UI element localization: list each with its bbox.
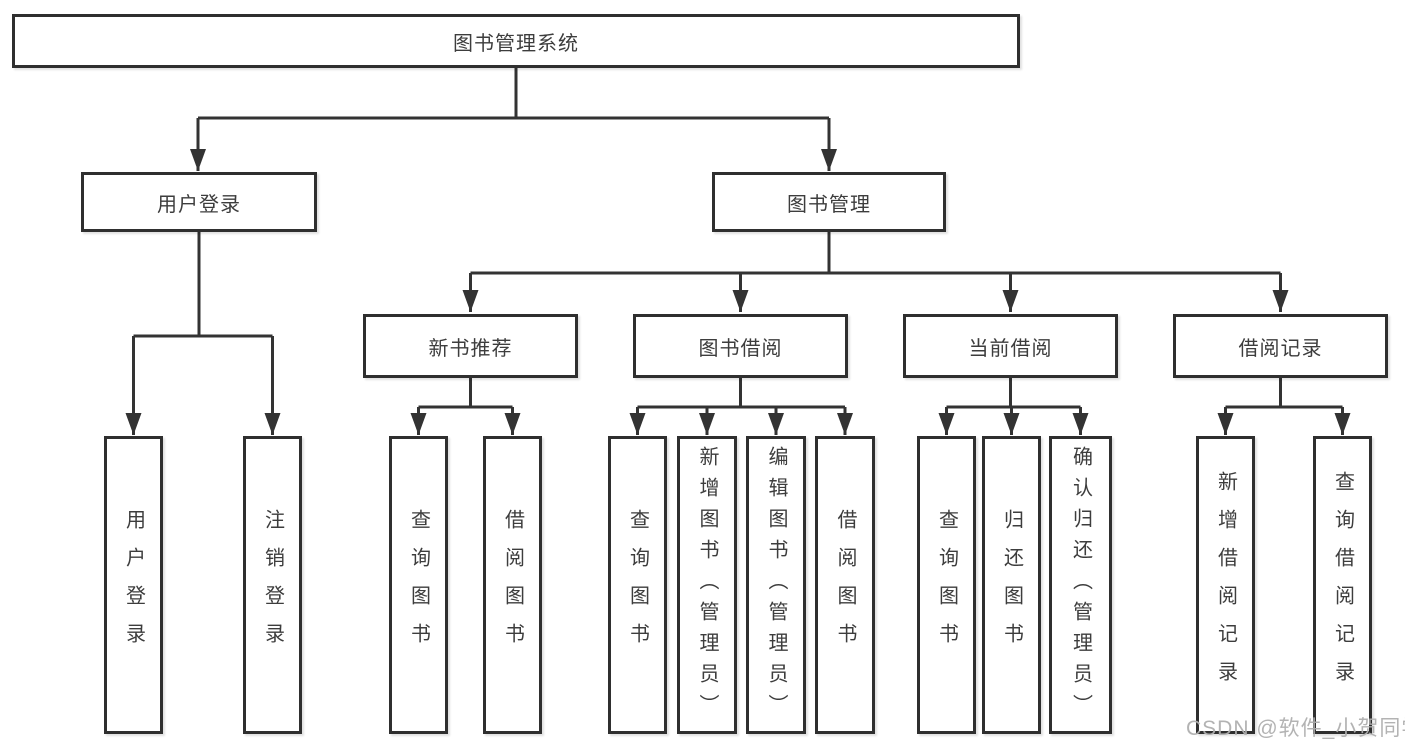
- node-leaf-query-borrow-record: 查询借阅记录: [1313, 436, 1372, 734]
- node-label: 编辑图书（管理员）: [765, 445, 787, 725]
- node-label: 借阅记录: [1238, 337, 1323, 360]
- node-user-login: 用户登录: [81, 172, 317, 232]
- node-label: 新增图书（管理员）: [696, 445, 718, 725]
- node-label: 借阅图书: [501, 509, 524, 661]
- node-label: 用户登录: [157, 193, 241, 216]
- node-label: 借阅图书: [834, 509, 856, 661]
- node-label: 图书管理系统: [453, 32, 579, 55]
- node-label: 注销登录: [261, 509, 284, 661]
- node-leaf-borrow-books-2: 借阅图书: [815, 436, 875, 734]
- node-label: 新书推荐: [428, 337, 513, 360]
- node-leaf-add-borrow-record: 新增借阅记录: [1196, 436, 1255, 734]
- node-book-management: 图书管理: [712, 172, 946, 232]
- node-book-borrowing: 图书借阅: [633, 314, 848, 378]
- node-label: 当前借阅: [968, 337, 1053, 360]
- node-label: 查询图书: [407, 509, 430, 661]
- node-leaf-return-book: 归还图书: [982, 436, 1041, 734]
- node-leaf-query-books-2: 查询图书: [608, 436, 667, 734]
- node-leaf-borrow-books-1: 借阅图书: [483, 436, 542, 734]
- node-label: 图书管理: [787, 193, 871, 216]
- csdn-watermark: CSDN @软件_小贺同学: [1186, 717, 1405, 740]
- node-leaf-confirm-return-admin: 确认归还（管理员）: [1049, 436, 1112, 734]
- node-borrowing-records: 借阅记录: [1173, 314, 1388, 378]
- node-leaf-query-books-3: 查询图书: [917, 436, 976, 734]
- node-label: 用户登录: [122, 509, 145, 661]
- node-label: 确认归还（管理员）: [1069, 445, 1092, 725]
- node-label: 归还图书: [1000, 509, 1023, 661]
- node-new-book-recommendation: 新书推荐: [363, 314, 578, 378]
- node-label: 查询借阅记录: [1331, 471, 1354, 699]
- node-label: 查询图书: [626, 509, 649, 661]
- node-label: 图书借阅: [698, 337, 783, 360]
- node-label: 新增借阅记录: [1214, 471, 1237, 699]
- node-label: 查询图书: [935, 509, 958, 661]
- node-leaf-user-login: 用户登录: [104, 436, 163, 734]
- node-leaf-add-book-admin: 新增图书（管理员）: [677, 436, 737, 734]
- node-leaf-logout-login: 注销登录: [243, 436, 302, 734]
- node-current-borrowing: 当前借阅: [903, 314, 1118, 378]
- node-library-management-system: 图书管理系统: [12, 14, 1020, 68]
- node-leaf-query-books-1: 查询图书: [389, 436, 448, 734]
- node-leaf-edit-book-admin: 编辑图书（管理员）: [746, 436, 806, 734]
